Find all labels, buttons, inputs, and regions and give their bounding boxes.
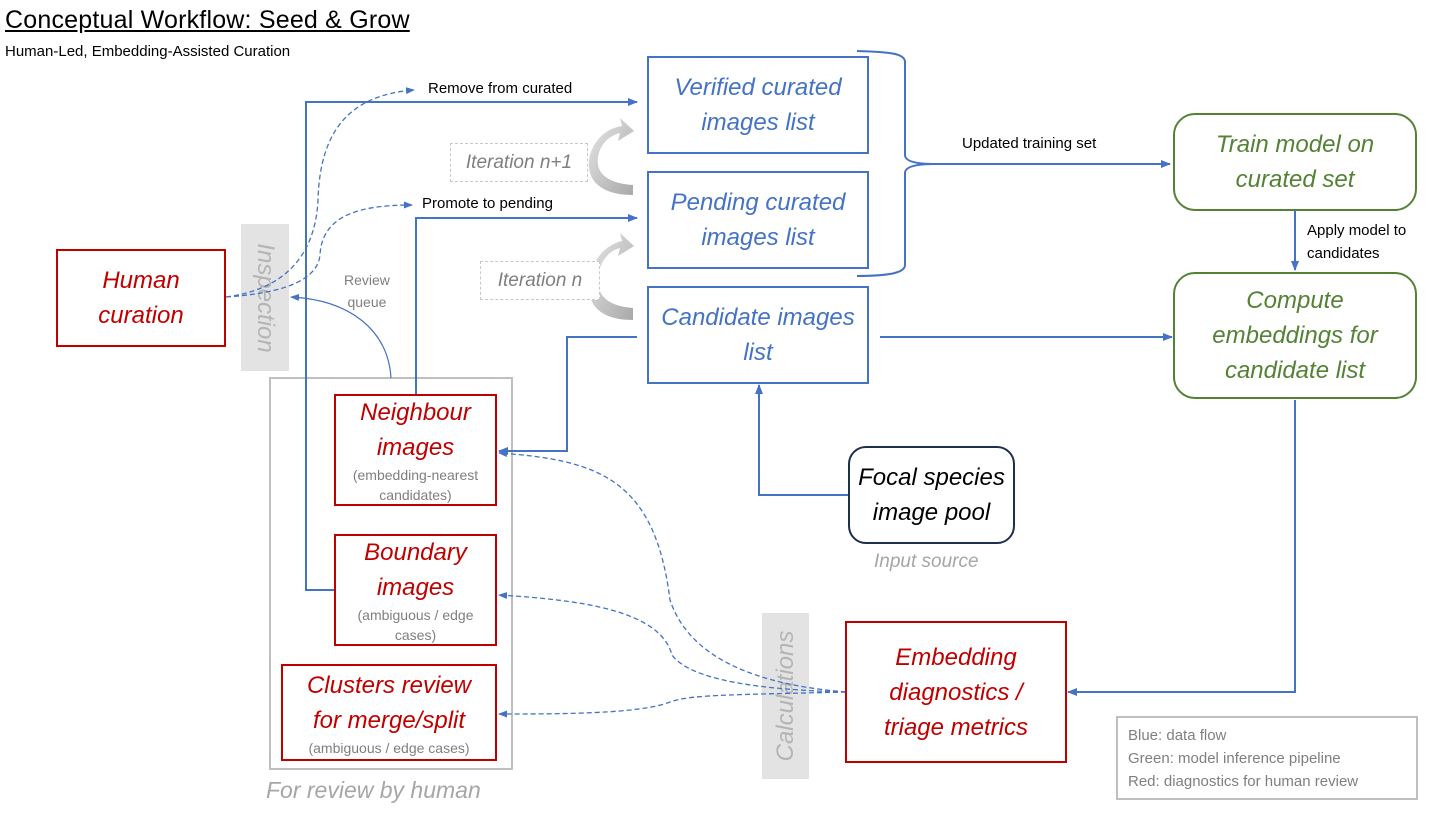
edge-diag-to-boundary [498,592,847,693]
node-train-model[interactable]: Train model on curated set [1173,113,1417,211]
legend-item-green: Green: model inference pipeline [1128,750,1341,767]
legend: Blue: data flow Green: model inference p… [1116,716,1418,800]
legend-item-blue: Blue: data flow [1128,727,1227,744]
iteration-n-plus-1-arrow [588,118,634,195]
edge-human-promote [225,201,413,298]
focal-pool-caption: Input source [874,551,979,572]
iteration-n-plus-1-label: Iteration n+1 [450,143,588,182]
edge-pool-to-candidate [755,384,848,496]
node-candidate-list[interactable]: Candidate images list [647,286,869,384]
legend-item-red: Red: diagnostics for human review [1128,773,1359,790]
label-apply-model: Apply model to candidates [1307,222,1407,262]
edge-neighbour-to-pending [415,214,638,394]
label-review-queue: Review queue [344,272,390,310]
node-embedding-diagnostics[interactable]: Embedding diagnostics / triage metrics [845,621,1067,763]
node-clusters-review[interactable]: Clusters review for merge/split (ambiguo… [281,664,497,761]
node-boundary-images[interactable]: Boundary images (ambiguous / edge cases) [334,534,497,646]
iteration-n-arrow [588,233,634,320]
node-pending-list[interactable]: Pending curated images list [647,171,869,269]
edge-compute-to-diagnostics [1067,400,1296,696]
edge-diag-to-neighbour [498,450,847,693]
calculations-band: Calculations [762,613,809,779]
edge-human-remove [225,87,415,298]
edge-diag-to-clusters [498,691,847,718]
node-human-curation[interactable]: Human curation [56,249,226,347]
iteration-n-label: Iteration n [480,261,600,300]
node-neighbour-images[interactable]: Neighbour images (embedding-nearest cand… [334,394,497,506]
edge-review-queue [290,293,392,379]
node-focal-pool[interactable]: Focal species image pool [848,446,1015,544]
node-compute-embeddings[interactable]: Compute embeddings for candidate list [1173,272,1417,399]
label-remove-from-curated: Remove from curated [428,80,573,97]
edge-candidate-to-neighbour [498,336,637,455]
diagram-subtitle: Human-Led, Embedding-Assisted Curation [5,43,291,60]
edge-boundary-to-verified [305,98,638,591]
label-promote-to-pending: Promote to pending [422,195,553,212]
inspection-band: Inspection [241,224,289,371]
review-group-caption: For review by human [266,777,481,803]
label-updated-training-set: Updated training set [962,135,1097,152]
node-verified-list[interactable]: Verified curated images list [647,56,869,154]
diagram-title: Conceptual Workflow: Seed & Grow [5,6,410,34]
